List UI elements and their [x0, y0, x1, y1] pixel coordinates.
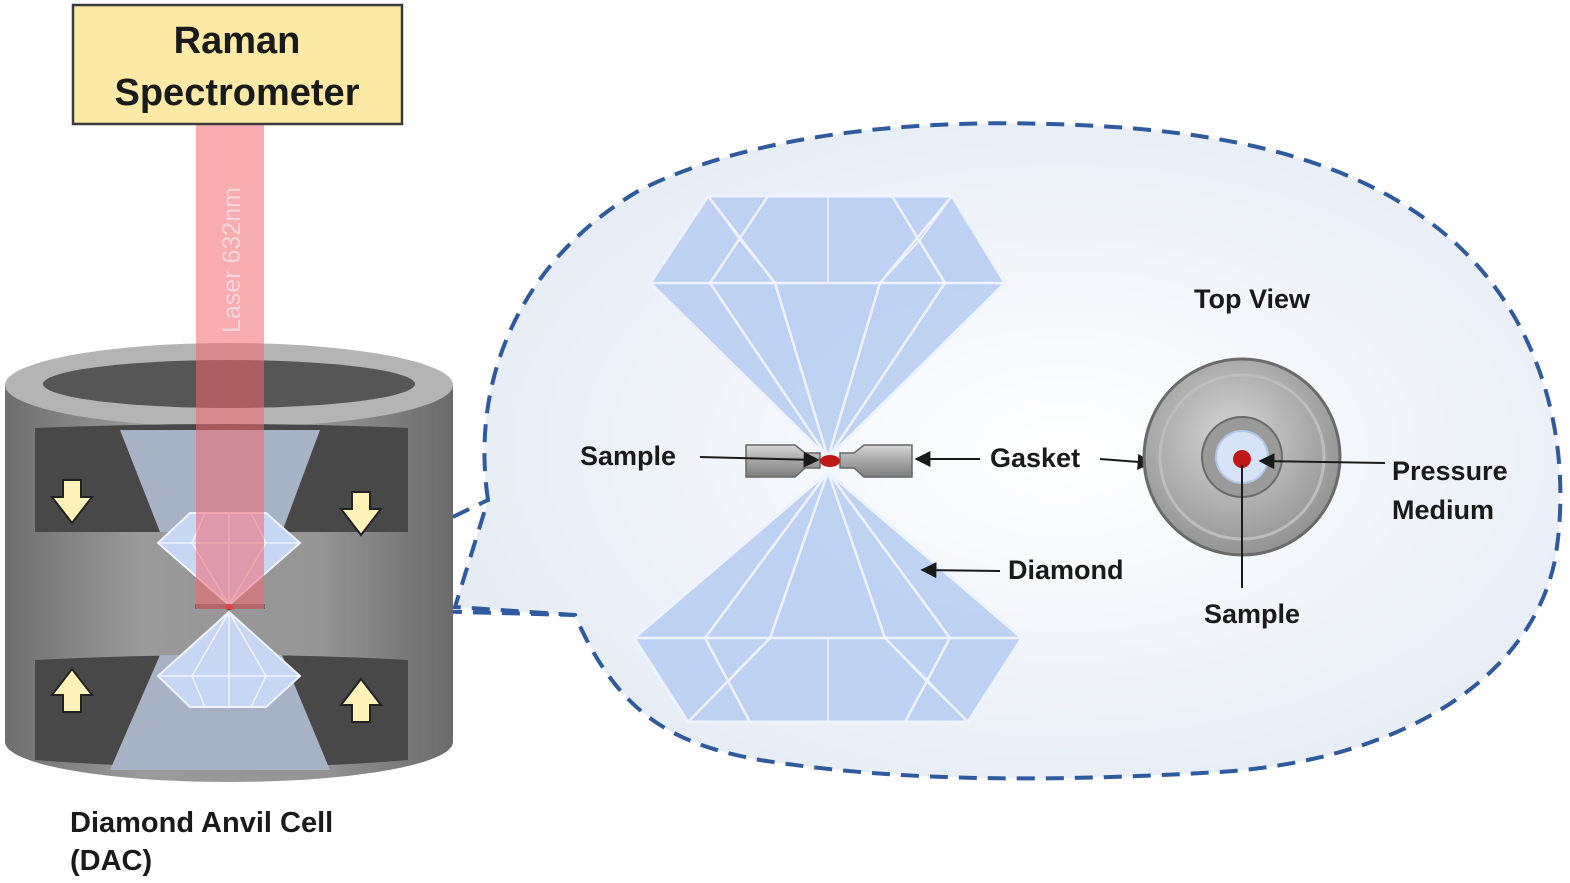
pressure-arrow-icon — [49, 479, 95, 525]
sample-label: Sample — [580, 441, 676, 471]
dac-caption-line1: Diamond Anvil Cell — [70, 807, 333, 839]
large-diamond-bottom — [632, 470, 1024, 724]
pressure-medium-label-line1: Pressure — [1392, 456, 1508, 486]
laser-label: Laser 632nm — [218, 187, 246, 333]
zoom-annotations: Sample Gasket Diamond — [580, 441, 1154, 585]
spectrometer-label-line2: Spectrometer — [115, 72, 360, 114]
dac-caption: Diamond Anvil Cell (DAC) — [70, 807, 333, 877]
top-view-sample — [1233, 450, 1251, 468]
dac-caption-line2: (DAC) — [70, 845, 152, 877]
large-diamond-top — [648, 194, 1007, 461]
laser-beam: Laser 632nm — [196, 124, 264, 609]
zoom-sample — [820, 455, 840, 467]
pressure-medium-label-line2: Medium — [1392, 495, 1494, 525]
pressure-arrow-icon — [338, 491, 384, 537]
gasket-label: Gasket — [990, 443, 1080, 473]
top-view-sample-label: Sample — [1204, 599, 1300, 629]
top-view-title: Top View — [1194, 284, 1311, 314]
raman-spectrometer-box: Raman Spectrometer — [71, 3, 404, 126]
diamond-label: Diamond — [1008, 555, 1124, 585]
pressure-arrow-icon — [338, 677, 384, 723]
spectrometer-label-line1: Raman — [174, 20, 301, 62]
small-diamond-bottom — [156, 610, 302, 708]
gasket-cross-section — [745, 444, 913, 478]
top-view: Top View Pressure Medium Sample — [1142, 284, 1508, 629]
pressure-arrow-icon — [49, 667, 95, 713]
